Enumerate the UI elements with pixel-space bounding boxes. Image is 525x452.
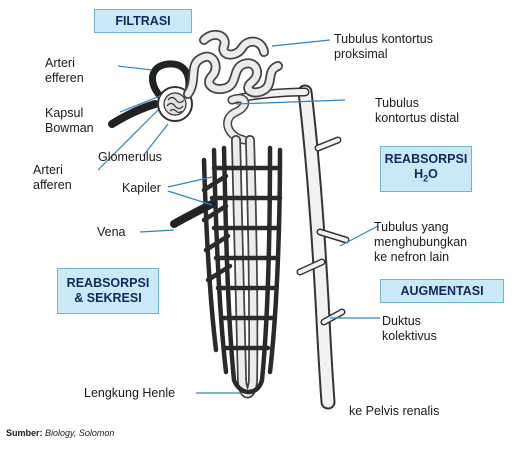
filtrasi-label: FILTRASI	[115, 13, 171, 28]
tubulus-penghubung-label: Tubulus yang menghubungkan ke nefron lai…	[374, 220, 468, 264]
reabsorpsi-h2o-label: REABSORPSI	[384, 151, 468, 166]
augmentasi-label: AUGMENTASI	[400, 283, 484, 298]
glomerulus-label: Glomerulus	[98, 150, 162, 164]
afferent-arteriole	[108, 100, 159, 128]
kapsul-bowman-label: Kapsul Bowman	[45, 106, 94, 135]
leader-lines	[97, 39, 380, 394]
arteri-efferen-label: Arteri efferen	[45, 56, 84, 85]
vena-label: Vena	[97, 225, 126, 239]
augmentasi-box: AUGMENTASI	[380, 279, 504, 303]
loop-of-henle	[231, 135, 259, 399]
source-citation: Biology, Solomon	[45, 428, 115, 438]
arteri-afferen-label: Arteri afferen	[33, 163, 72, 192]
distal-tubule	[223, 94, 250, 145]
reabsorpsi-sekresi-box: REABSORPSI & SEKRESI	[57, 268, 159, 314]
vein	[170, 200, 216, 228]
reabsorpsi-label: REABSORPSI	[66, 276, 150, 290]
proximal-tubule	[183, 29, 283, 99]
peritubular-capillaries	[201, 145, 283, 395]
duktus-kolektivus-label: Duktus kolektivus	[382, 314, 437, 343]
kapiler-label: Kapiler	[122, 181, 161, 195]
tubulus-distal-label: Tubulus kontortus distal	[375, 96, 460, 125]
filtrasi-box: FILTRASI	[94, 9, 192, 33]
lengkung-henle-label: Lengkung Henle	[84, 386, 176, 400]
tubulus-proksimal-label: Tubulus kontortus proksimal	[334, 32, 433, 61]
source-prefix: Sumber:	[6, 428, 43, 438]
h2o-formula: H2O	[414, 166, 438, 184]
source-credit: Sumber: Biology, Solomon	[6, 428, 114, 438]
pelvis-renalis-label: ke Pelvis renalis	[349, 404, 440, 418]
reabsorpsi-h2o-box: REABSORPSI H2O	[380, 146, 472, 192]
collecting-duct	[296, 84, 350, 410]
sekresi-label: & SEKRESI	[74, 291, 142, 305]
